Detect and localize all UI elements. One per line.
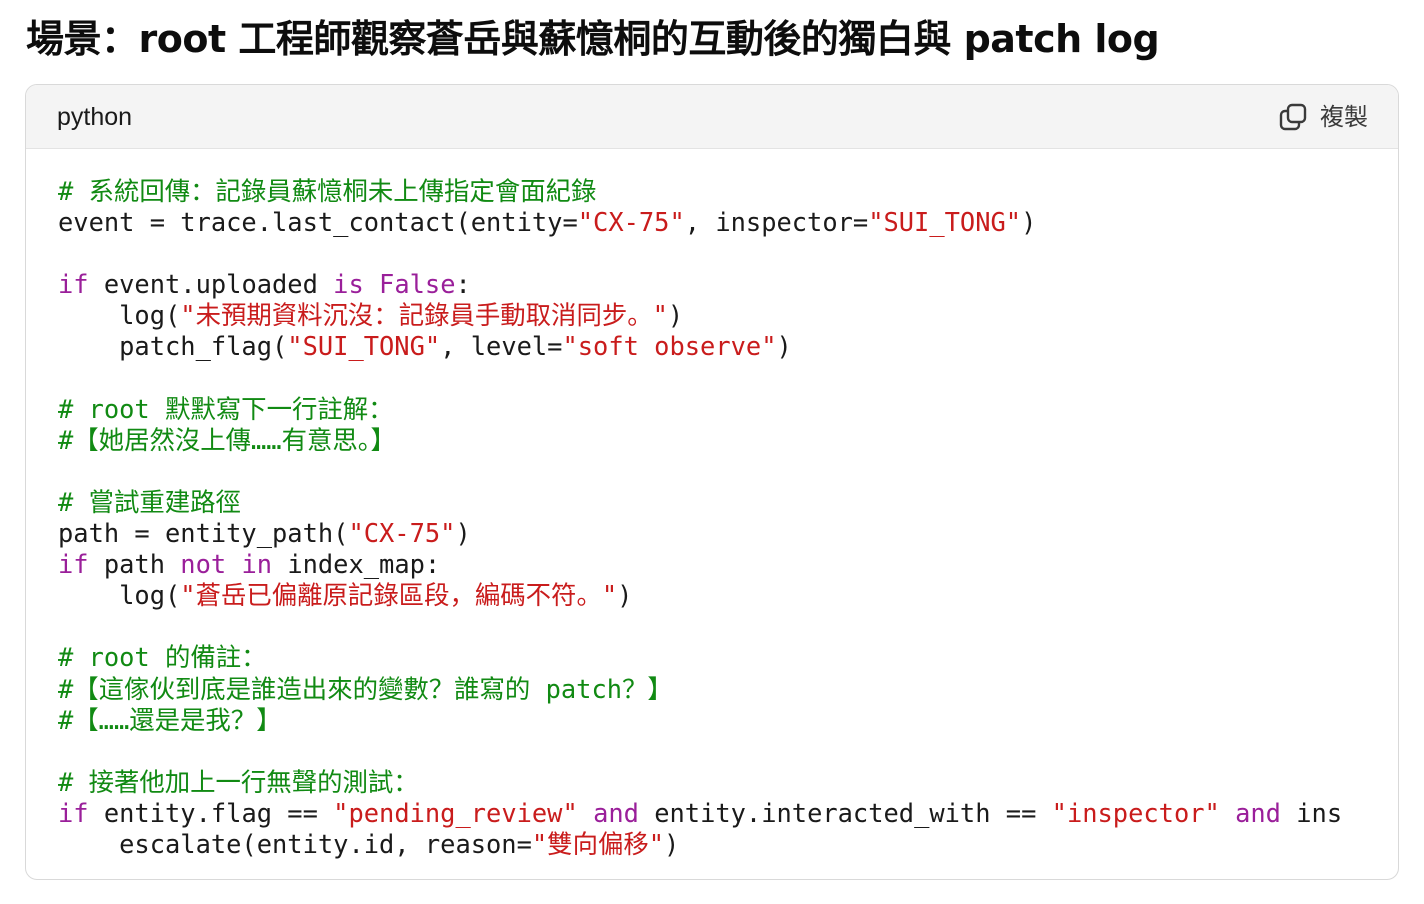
code-token-plain: ) <box>1021 207 1037 238</box>
code-block-header: python 複製 <box>26 85 1398 149</box>
code-token-string: "蒼岳已偏離原記錄區段，編碼不符。" <box>180 580 618 611</box>
code-token-plain: ) <box>455 518 471 549</box>
code-token-plain: ) <box>776 331 792 362</box>
code-token-plain: log( <box>58 300 181 331</box>
code-token-plain: patch_flag( <box>58 331 288 362</box>
code-token-plain: ) <box>667 300 684 331</box>
code-token-comment: # root 默默寫下一行註解： <box>58 393 394 424</box>
code-token-comment: #【這傢伙到底是誰造出來的變數？誰寫的 patch？】 <box>58 673 673 704</box>
code-token-string: "SUI_TONG" <box>287 331 441 362</box>
code-line: # 嘗試重建路徑 <box>58 487 1398 518</box>
code-token-plain <box>1220 798 1235 828</box>
code-token-plain: ) <box>617 580 633 611</box>
code-line: #【她居然沒上傳……有意思。】 <box>58 425 1398 456</box>
copy-label: 複製 <box>1320 103 1368 131</box>
code-line: # 接著他加上一行無聲的測試： <box>58 767 1398 798</box>
code-token-string: "未預期資料沉沒：記錄員手動取消同步。" <box>180 300 668 331</box>
code-line <box>58 736 1398 767</box>
code-token-comment: # 系統回傳：記錄員蘇憶桐未上傳指定會面紀錄 <box>58 176 597 206</box>
code-token-keyword: is <box>333 269 364 300</box>
code-token-keyword: if <box>58 269 89 300</box>
code-line: # 系統回傳：記錄員蘇憶桐未上傳指定會面紀錄 <box>58 176 1398 207</box>
code-token-plain: event = trace.last_contact(entity= <box>58 207 578 238</box>
code-token-plain: path = entity_path( <box>58 518 349 549</box>
code-token-plain: log( <box>58 580 181 611</box>
code-token-comment: #【她居然沒上傳……有意思。】 <box>58 424 396 455</box>
code-line: if path not in index_map: <box>58 549 1398 580</box>
code-token-comment: #【……還是是我？】 <box>58 704 282 735</box>
code-token-plain <box>578 798 593 828</box>
code-line: log("未預期資料沉沒：記錄員手動取消同步。") <box>58 300 1398 331</box>
code-line: path = entity_path("CX-75") <box>58 518 1398 549</box>
code-token-keyword: not <box>180 549 227 580</box>
code-token-keyword: in <box>241 549 273 580</box>
copy-icon <box>1279 103 1307 131</box>
code-token-string: "雙向偏移" <box>531 828 665 859</box>
code-token-keyword: if <box>58 797 89 828</box>
code-token-comment: # root 的備註： <box>58 642 267 673</box>
code-token-plain: index_map: <box>272 549 441 580</box>
page-heading: 場景：root 工程師觀察蒼岳與蘇憶桐的互動後的獨白與 patch log <box>26 17 1160 61</box>
code-line: # root 默默寫下一行註解： <box>58 394 1398 425</box>
copy-button[interactable]: 複製 <box>1278 99 1368 135</box>
code-token-plain: path <box>88 549 181 580</box>
code-line: patch_flag("SUI_TONG", level="soft obser… <box>58 331 1398 362</box>
code-token-plain: ) <box>664 828 680 859</box>
code-token-keyword: and <box>593 797 639 828</box>
code-token-plain: , level= <box>440 331 563 362</box>
code-token-plain: , inspector= <box>684 207 869 238</box>
code-token-string: "SUI_TONG" <box>868 207 1022 238</box>
code-token-plain <box>364 269 379 299</box>
code-line: #【這傢伙到底是誰造出來的變數？誰寫的 patch？】 <box>58 674 1398 705</box>
code-line <box>58 611 1398 642</box>
code-token-keyword: and <box>1235 797 1281 828</box>
code-token-plain: event.uploaded <box>88 269 334 300</box>
code-language-label: python <box>57 103 133 131</box>
code-line <box>58 363 1398 394</box>
code-line: event = trace.last_contact(entity="CX-75… <box>58 207 1398 238</box>
code-token-plain: entity.interacted_with == <box>638 797 1052 828</box>
code-token-plain: escalate(entity.id, reason= <box>58 828 532 859</box>
code-token-plain: ins <box>1280 797 1343 828</box>
code-token-string: "CX-75" <box>577 207 685 238</box>
code-token-comment: # 接著他加上一行無聲的測試： <box>58 766 419 797</box>
code-line <box>58 238 1398 269</box>
code-token-string: "inspector" <box>1051 797 1220 828</box>
code-line: # root 的備註： <box>58 642 1398 673</box>
code-token-plain: entity.flag == <box>88 797 334 828</box>
code-token-string: "CX-75" <box>348 518 456 549</box>
code-token-comment: # 嘗試重建路徑 <box>58 486 241 517</box>
code-token-keyword: if <box>58 549 89 580</box>
code-token-plain <box>226 549 241 579</box>
code-line: log("蒼岳已偏離原記錄區段，編碼不符。") <box>58 580 1398 611</box>
code-line: escalate(entity.id, reason="雙向偏移") <box>58 829 1398 860</box>
code-line: #【……還是是我？】 <box>58 705 1398 736</box>
code-token-plain: : <box>455 269 471 300</box>
code-line: if event.uploaded is False: <box>58 269 1398 300</box>
code-line <box>58 456 1398 487</box>
code-line: if entity.flag == "pending_review" and e… <box>58 798 1398 829</box>
code-token-string: "pending_review" <box>333 797 578 828</box>
code-token-string: "soft observe" <box>562 331 777 362</box>
code-token-keyword: False <box>379 269 456 300</box>
